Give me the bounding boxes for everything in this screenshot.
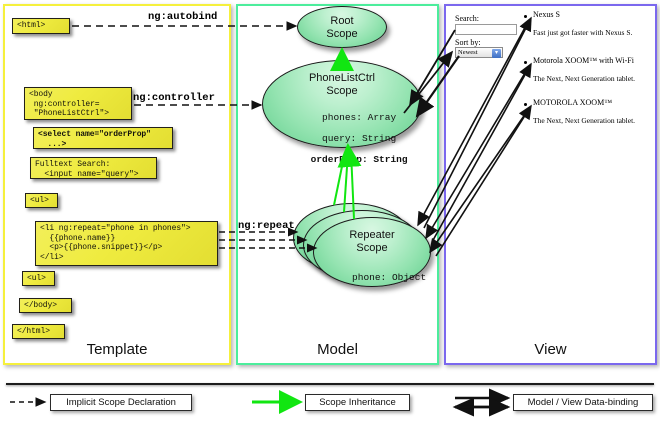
code-box-ul-open: <ul> xyxy=(25,193,58,208)
panel-title-view: View xyxy=(534,341,567,358)
code-box-ul-close: <ul> xyxy=(22,271,55,286)
list-bullet xyxy=(524,15,527,18)
view-sort-selected-value: Newest xyxy=(458,49,478,56)
scope-repeater-title-1: Repeater xyxy=(349,229,395,241)
label-ng-repeat: ng:repeat xyxy=(238,220,295,232)
view-phone-name: Motorola XOOM™ with Wi-Fi xyxy=(533,56,634,65)
code-box-html-close: </html> xyxy=(12,324,65,339)
view-sort-select[interactable]: Newest ▾ xyxy=(455,47,503,58)
chevron-down-icon[interactable]: ▾ xyxy=(492,49,501,58)
scope-ctrl-title-2: Scope xyxy=(326,84,358,97)
code-box-li-repeat: <li ng:repeat="phone in phones"> {{phone… xyxy=(35,221,218,266)
view-sort-label: Sort by: xyxy=(455,38,481,47)
scope-repeater-prop-phone: phone: Object xyxy=(352,271,427,283)
scope-ctrl-title-1: PhoneListCtrl xyxy=(308,72,376,84)
view-phone-snippet: The Next, Next Generation tablet. xyxy=(533,116,636,125)
code-box-fulltext-search: Fulltext Search: <input name="query"> xyxy=(30,157,157,179)
scope-root: Root Scope xyxy=(297,6,387,48)
legend-label-model-view-databinding: Model / View Data-binding xyxy=(513,394,653,411)
panel-model xyxy=(236,4,439,365)
code-box-body-open: <body ng:controller= "PhoneListCtrl"> xyxy=(24,87,132,120)
view-search-label: Search: xyxy=(455,14,479,23)
scope-ctrl-prop-query: query: String xyxy=(322,132,397,144)
legend-label-implicit-scope-declaration: Implicit Scope Declaration xyxy=(50,394,192,411)
code-box-html-open: <html> xyxy=(12,18,70,34)
legend-divider xyxy=(6,383,654,385)
scope-repeater: Repeater Scope phone: Object xyxy=(313,217,431,287)
scope-ctrl-prop-phones: phones: Array xyxy=(322,111,397,123)
scope-root-title-2: Scope xyxy=(326,27,358,40)
view-search-input[interactable] xyxy=(455,24,517,35)
panel-title-model: Model xyxy=(317,341,358,358)
code-box-body-close: </body> xyxy=(19,298,72,313)
list-bullet xyxy=(524,61,527,64)
view-phone-snippet: Fast just got faster with Nexus S. xyxy=(533,28,633,37)
scope-root-title-1: Root xyxy=(330,15,354,27)
view-phone-name: Nexus S xyxy=(533,10,560,19)
scope-ctrl-prop-orderprop: orderProp: String xyxy=(310,153,408,165)
list-bullet xyxy=(524,103,527,106)
panel-title-template: Template xyxy=(86,341,148,358)
label-ng-autobind: ng:autobind xyxy=(148,11,218,23)
scope-repeater-title-2: Scope xyxy=(356,241,388,254)
label-ng-controller: ng:controller xyxy=(133,92,215,104)
view-phone-snippet: The Next, Next Generation tablet. xyxy=(533,74,636,83)
view-phone-name: MOTOROLA XOOM™ xyxy=(533,98,613,107)
scope-phonelistctrl: PhoneListCtrl Scope phones: Array query:… xyxy=(262,60,422,164)
code-box-select-orderprop: <select name="orderProp" ...> xyxy=(33,127,173,149)
legend-label-scope-inheritance: Scope Inheritance xyxy=(305,394,410,411)
